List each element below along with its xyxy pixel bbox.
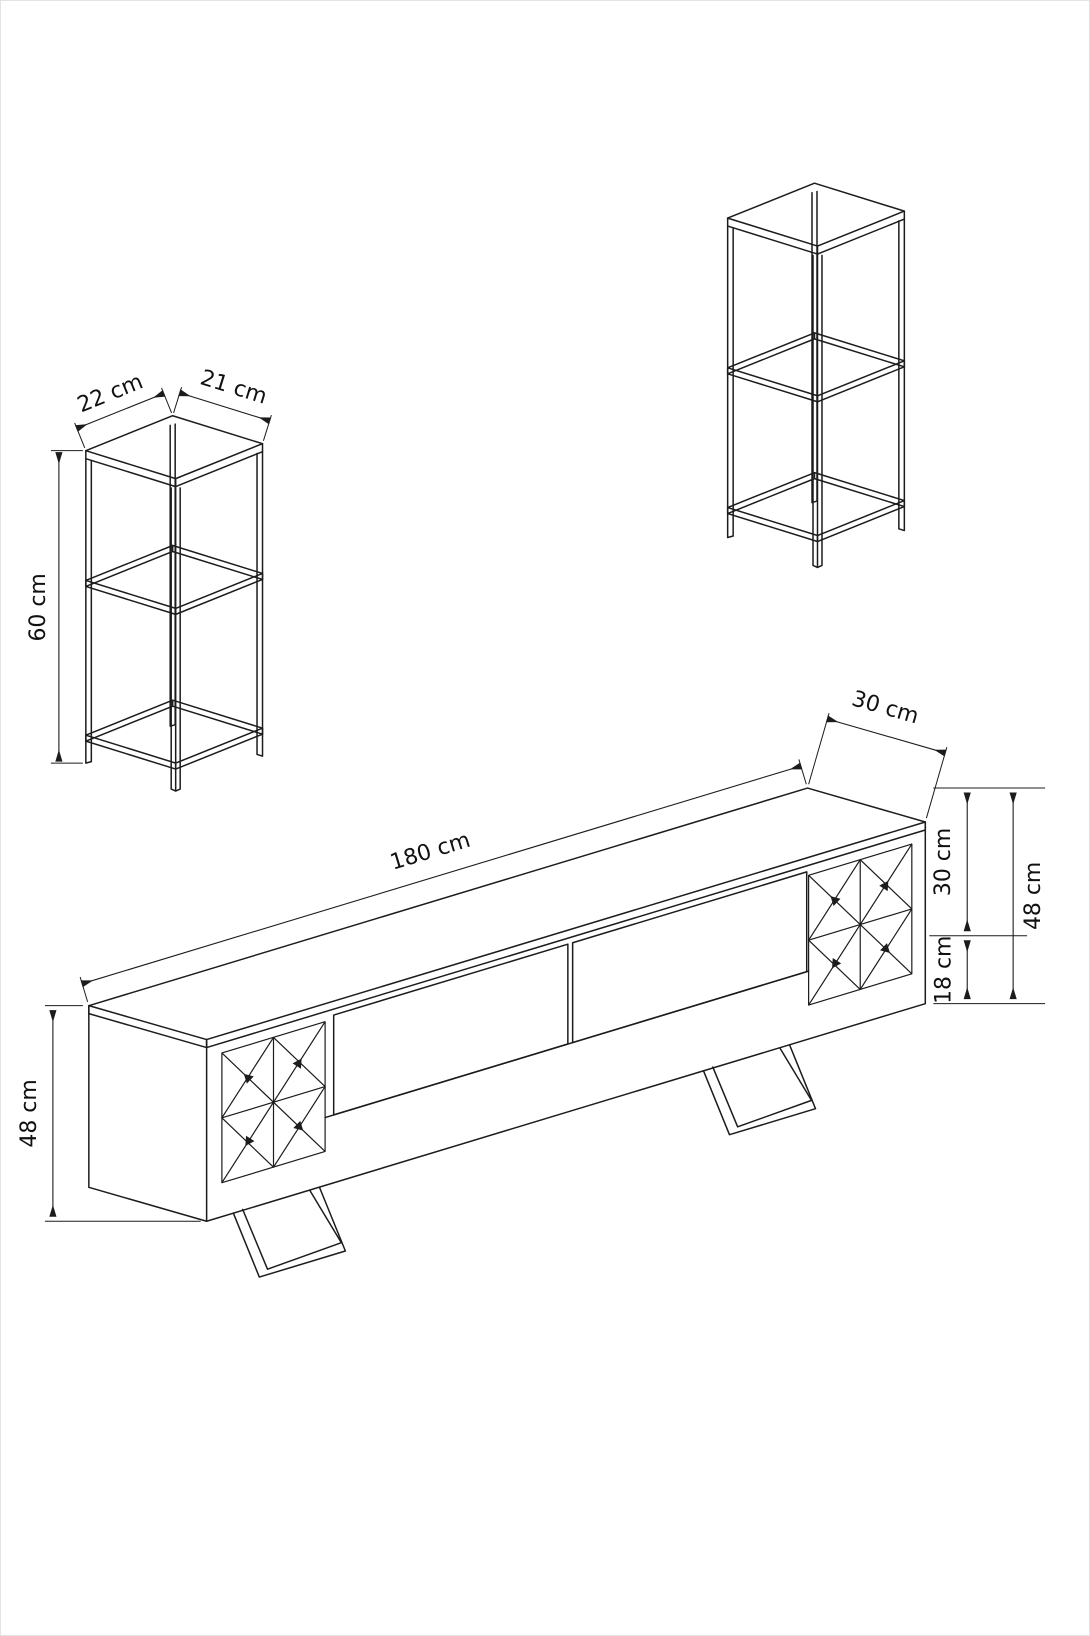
right-table-middle-shelf (726, 332, 906, 403)
tv-stand-left-lattice-panel (221, 1021, 326, 1184)
left-table-middle-shelf (85, 544, 264, 616)
right-table-bottom-shelf (726, 471, 906, 543)
left-table-bottom-shelf (85, 699, 264, 770)
dim-label-side-table-width: 22 cm (74, 369, 147, 418)
tv-stand-right-lattice-panel (808, 843, 913, 1006)
dim-label-tv-height-right: 48 cm (1021, 862, 1046, 930)
dim-label-side-table-depth: 21 cm (197, 365, 270, 409)
dim-label-tv-upper: 30 cm (931, 828, 956, 896)
dim-label-tv-height-left: 48 cm (17, 1079, 42, 1147)
dim-tv-depth: 30 cm (808, 686, 948, 819)
tv-stand-right-door (571, 871, 808, 1044)
tv-stand-left-door (332, 943, 569, 1116)
dim-side-table-height: 60 cm (26, 450, 83, 764)
tv-stand-top-face (88, 787, 927, 1041)
dim-side-table-depth: 21 cm (173, 365, 272, 441)
right-side-table (726, 182, 906, 569)
left-side-table: 22 cm 21 cm 60 cm (26, 365, 272, 792)
dim-label-side-table-height: 60 cm (26, 573, 51, 641)
dim-tv-length: 180 cm (79, 759, 807, 1003)
dim-tv-right-side: 30 cm 18 cm 48 cm (929, 787, 1046, 1005)
tv-stand-front-face (205, 821, 927, 1223)
dim-label-tv-length: 180 cm (387, 828, 473, 876)
left-table-post (85, 457, 93, 764)
tv-stand-left-end (88, 1004, 208, 1223)
tv-stand-left-leg (232, 1186, 347, 1278)
dim-tv-height-left: 48 cm (17, 1005, 201, 1222)
right-table-top-face (726, 182, 906, 247)
tv-stand-right-leg (702, 1044, 817, 1136)
dim-label-tv-lower: 18 cm (931, 936, 956, 1004)
dim-label-tv-depth: 30 cm (849, 686, 922, 729)
left-table-top-face (85, 414, 264, 480)
